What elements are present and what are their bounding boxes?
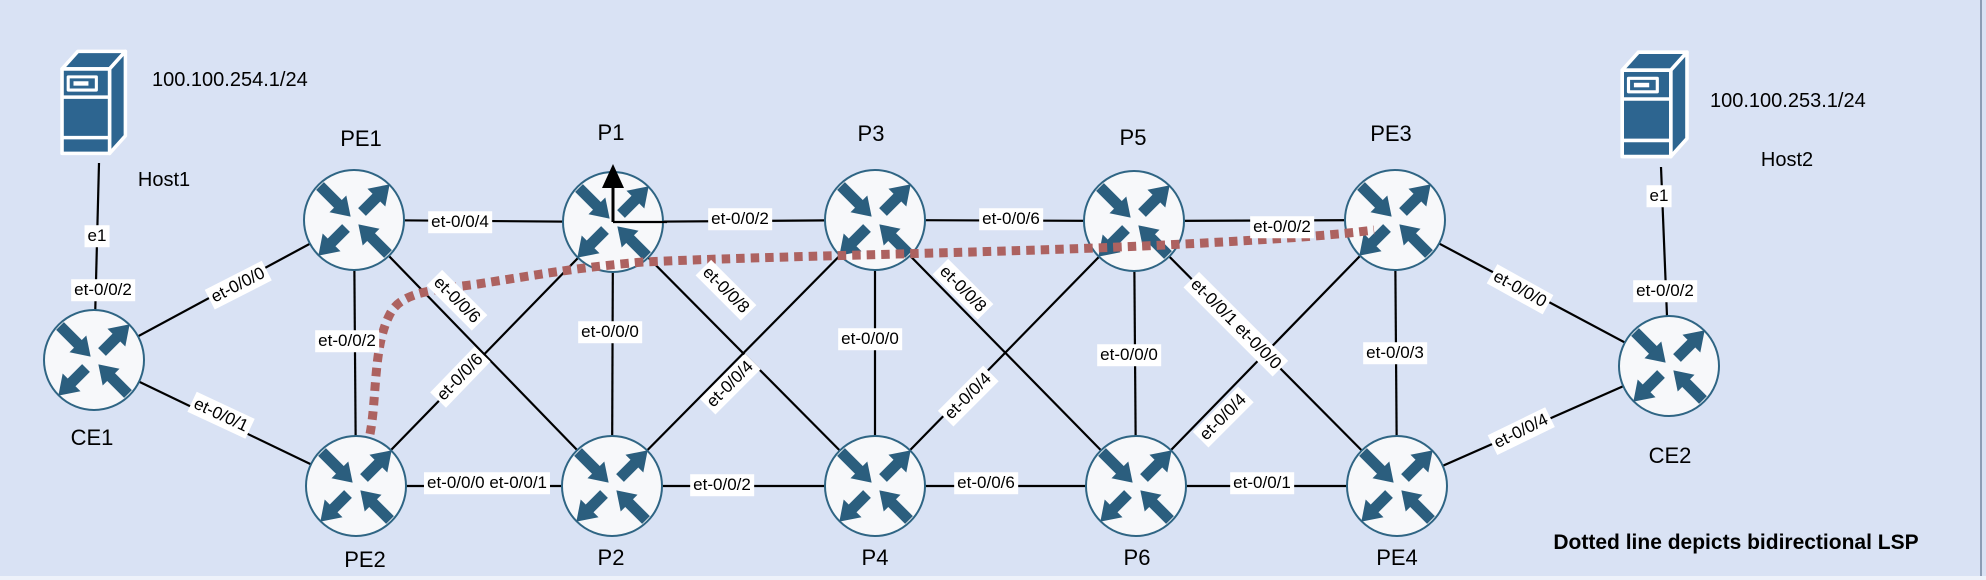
interface-label: et-0/0/4: [428, 211, 492, 233]
node-label-P4: P4: [861, 544, 889, 570]
interface-label: e1: [1646, 185, 1672, 207]
server-icon-host2[interactable]: [1620, 50, 1689, 159]
node-label-P3: P3: [857, 120, 885, 146]
interface-label: et-0/0/2: [708, 208, 772, 230]
router-P3[interactable]: [824, 169, 926, 271]
host-ip-host1: 100.100.254.1/24: [152, 69, 308, 91]
node-label-PE2: PE2: [344, 546, 386, 572]
node-label-P5: P5: [1119, 124, 1147, 150]
host-label-host1: Host1: [137, 169, 191, 191]
interface-label: et-0/0/2: [1633, 280, 1697, 302]
interface-label: et-0/0/2: [690, 474, 754, 496]
lsp-dotted-line: [365, 225, 1375, 435]
node-label-PE1: PE1: [340, 125, 382, 151]
lsp-note: Dotted line depicts bidirectional LSP: [1553, 531, 1919, 554]
bottom-edge: [0, 576, 1986, 580]
node-label-P1: P1: [597, 119, 625, 145]
node-label-CE2: CE2: [1648, 442, 1692, 468]
interface-label: et-0/0/6: [979, 208, 1043, 230]
router-P6[interactable]: [1085, 435, 1187, 537]
interface-label: et-0/0/2: [71, 279, 135, 301]
server-icon-host1[interactable]: [60, 49, 128, 156]
link-P2-P3: [611, 219, 876, 487]
node-label-CE1: CE1: [70, 424, 114, 450]
interface-label: et-0/0/2: [1250, 216, 1314, 238]
p1-up-arrow-icon: [602, 164, 667, 224]
node-label-PE3: PE3: [1370, 120, 1412, 146]
node-label-P6: P6: [1123, 544, 1151, 570]
router-PE4[interactable]: [1346, 435, 1448, 537]
interface-label: et-0/0/0: [578, 321, 642, 343]
router-CE2[interactable]: [1618, 315, 1720, 417]
interface-label: et-0/0/0: [1097, 344, 1161, 366]
interface-label: e1: [84, 225, 110, 247]
interface-label: et-0/0/0: [838, 328, 902, 350]
interface-label: et-0/0/2: [315, 330, 379, 352]
interface-label: et-0/0/1: [1230, 472, 1294, 494]
router-P4[interactable]: [824, 435, 926, 537]
router-P2[interactable]: [561, 435, 663, 537]
interface-label: et-0/0/6: [954, 472, 1018, 494]
node-label-PE4: PE4: [1376, 544, 1418, 570]
interface-label: et-0/0/3: [1363, 342, 1427, 364]
right-border: [1980, 0, 1982, 580]
link-PE1-P2: [353, 219, 613, 487]
router-CE1[interactable]: [43, 309, 145, 411]
host-ip-host2: 100.100.253.1/24: [1710, 90, 1866, 112]
router-PE3[interactable]: [1344, 169, 1446, 271]
link-P4-P5: [874, 220, 1135, 487]
router-PE2[interactable]: [305, 435, 407, 537]
node-label-P2: P2: [597, 544, 625, 570]
router-PE1[interactable]: [303, 169, 405, 271]
router-P5[interactable]: [1083, 170, 1185, 272]
interface-label: et-0/0/0 et-0/0/1: [423, 472, 551, 494]
host-label-host2: Host2: [1760, 149, 1814, 171]
